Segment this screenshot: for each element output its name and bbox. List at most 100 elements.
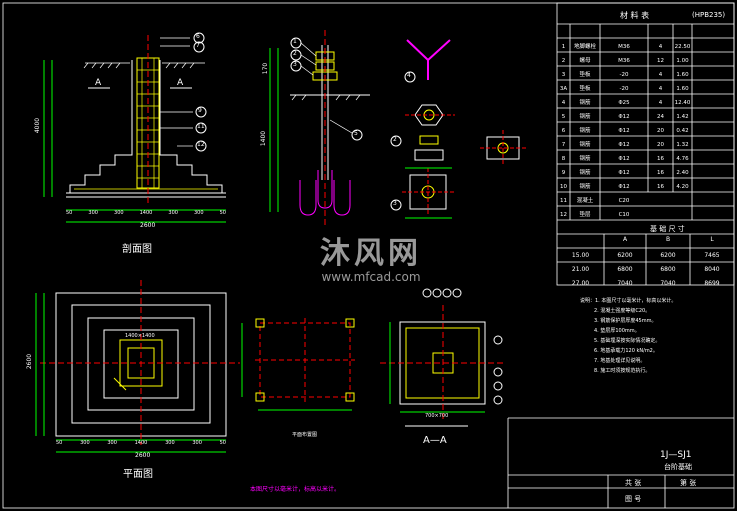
row-no: 4 bbox=[561, 100, 566, 106]
table-row: 15.00 6200 6200 7465 bbox=[557, 248, 734, 262]
section-height-dim: 4000 bbox=[34, 117, 42, 134]
dims-height: 27.00 bbox=[571, 279, 590, 287]
plan-side-dim: 2600 bbox=[26, 353, 34, 370]
plan-dim: 50 bbox=[56, 440, 63, 446]
table-row: 8 钢筋 Φ12 16 4.76 bbox=[557, 152, 734, 166]
note-line: 8. 施工时须按规范执行。 bbox=[594, 368, 651, 374]
row-no: 10 bbox=[560, 184, 567, 190]
leader-label: 2 bbox=[393, 136, 397, 143]
row-count: 4 bbox=[658, 72, 663, 78]
row-spec: Φ12 bbox=[618, 114, 630, 120]
dims-col-header: B bbox=[665, 236, 671, 243]
row-no: 5 bbox=[561, 114, 566, 120]
section-total-dim: 2600 bbox=[140, 222, 156, 229]
note-line: 3. 钢筋保护层厚度45mm。 bbox=[594, 318, 657, 324]
aa-inner-dim: 700×700 bbox=[425, 413, 449, 419]
row-spec: -20 bbox=[619, 86, 629, 92]
row-name: 钢筋 bbox=[579, 114, 591, 120]
row-count bbox=[648, 194, 673, 208]
row-name: 钢筋 bbox=[579, 128, 591, 134]
row-weight: 1.32 bbox=[676, 142, 689, 148]
bolt-parts-detail bbox=[390, 39, 528, 219]
row-spec: Φ12 bbox=[618, 184, 630, 190]
plan-dim: 1400 bbox=[134, 440, 148, 446]
section-dim: 300 bbox=[88, 210, 98, 216]
dims-col-header: L bbox=[710, 236, 714, 243]
row-no: 2 bbox=[561, 58, 566, 64]
row-name: 钢筋 bbox=[579, 170, 591, 176]
dims-cell: 7465 bbox=[704, 251, 720, 259]
notes: 说明：1. 本图尺寸以毫米计，标高以米计。 2. 混凝土强度等级C20。 3. … bbox=[580, 296, 730, 376]
plan-dim: 300 bbox=[192, 440, 202, 446]
row-no: 1 bbox=[561, 44, 566, 50]
leader-label: 2 bbox=[293, 50, 297, 57]
leader-label: 1 bbox=[293, 38, 297, 45]
row-count: 16 bbox=[657, 156, 664, 162]
section-dim: 300 bbox=[114, 210, 124, 216]
dims-cell: 8040 bbox=[704, 265, 720, 273]
figure-number-label: 图 号 bbox=[625, 495, 642, 503]
row-spec: Φ25 bbox=[618, 100, 630, 106]
leader-label: 4 bbox=[407, 72, 411, 79]
row-weight bbox=[673, 194, 692, 208]
table-row: 9 钢筋 Φ12 16 2.40 bbox=[557, 166, 734, 180]
table-row: 1 地脚螺栓 M36 4 22.50 bbox=[557, 40, 734, 54]
table-row: 21.00 6800 6800 8040 bbox=[557, 262, 734, 276]
anchor-plan-title: 平面布置图 bbox=[292, 432, 318, 438]
row-weight: 0.42 bbox=[676, 128, 689, 134]
table-row: 12 垫层 C10 bbox=[557, 208, 734, 222]
row-name: 钢筋 bbox=[579, 184, 591, 190]
row-no: 7 bbox=[561, 142, 566, 148]
table-row: 3A 垫板 -20 4 1.60 bbox=[557, 82, 734, 96]
row-weight: 1.42 bbox=[676, 114, 689, 120]
row-count: 20 bbox=[657, 142, 664, 148]
anchor-plan bbox=[241, 318, 355, 411]
row-spec: -20 bbox=[619, 72, 629, 78]
dims-cell: 6800 bbox=[660, 265, 676, 273]
watermark: 沐风网 www.mfcad.com bbox=[286, 228, 456, 284]
bolt-top-dim: 170 bbox=[262, 62, 270, 75]
cut-mark-left: A bbox=[95, 78, 102, 88]
row-count: 12 bbox=[657, 58, 664, 64]
row-weight: 1.00 bbox=[676, 58, 689, 64]
material-table-rows: 1 地脚螺栓 M36 4 22.50 2 螺母 M36 12 1.00 3 垫板… bbox=[557, 40, 734, 222]
plan-cage-dim: 1400×1400 bbox=[125, 333, 155, 339]
row-weight: 2.40 bbox=[676, 170, 689, 176]
row-weight bbox=[673, 208, 692, 222]
row-weight: 12.40 bbox=[674, 100, 691, 106]
table-row: 3 垫板 -20 4 1.60 bbox=[557, 68, 734, 82]
section-dim: 50 bbox=[219, 210, 226, 216]
row-name: 垫板 bbox=[579, 72, 591, 78]
note-line: 5. 基础埋深按实际情况确定。 bbox=[594, 338, 661, 344]
leader-label: 3 bbox=[393, 200, 397, 207]
row-spec: M36 bbox=[618, 44, 630, 50]
row-spec: Φ12 bbox=[618, 156, 630, 162]
row-weight: 4.20 bbox=[676, 184, 689, 190]
row-weight: 22.50 bbox=[674, 44, 691, 50]
plan-total-dim: 2600 bbox=[135, 452, 151, 459]
row-no: 3A bbox=[559, 86, 568, 92]
leader-label: 12 bbox=[197, 141, 205, 148]
cut-mark-right: A bbox=[177, 78, 184, 88]
note-line: 说明：1. 本图尺寸以毫米计，标高以米计。 bbox=[580, 298, 677, 304]
plan-dim: 300 bbox=[107, 440, 117, 446]
row-name: 垫板 bbox=[579, 86, 591, 92]
leader-label: 11 bbox=[197, 123, 205, 130]
dims-table-title: 基 础 尺 寸 bbox=[650, 225, 685, 233]
row-weight: 4.76 bbox=[676, 156, 689, 162]
plan-dim: 300 bbox=[165, 440, 175, 446]
sheet-number: 第 张 bbox=[680, 479, 697, 487]
dims-cell: 8699 bbox=[704, 279, 720, 287]
row-name: 钢筋 bbox=[579, 100, 591, 106]
table-row: 5 钢筋 Φ12 24 1.42 bbox=[557, 110, 734, 124]
material-table-grade: (HPB235) bbox=[692, 11, 726, 19]
row-count: 16 bbox=[657, 184, 664, 190]
row-name: 混凝土 bbox=[576, 198, 594, 204]
note-line: 4. 垫层厚100mm。 bbox=[594, 328, 640, 334]
watermark-brand: 沐风网 bbox=[320, 236, 422, 271]
section-bottom-dims: 50 300 300 1400 300 300 50 bbox=[66, 210, 226, 216]
section-aa-title: A—A bbox=[423, 435, 447, 446]
row-name: 钢筋 bbox=[579, 156, 591, 162]
